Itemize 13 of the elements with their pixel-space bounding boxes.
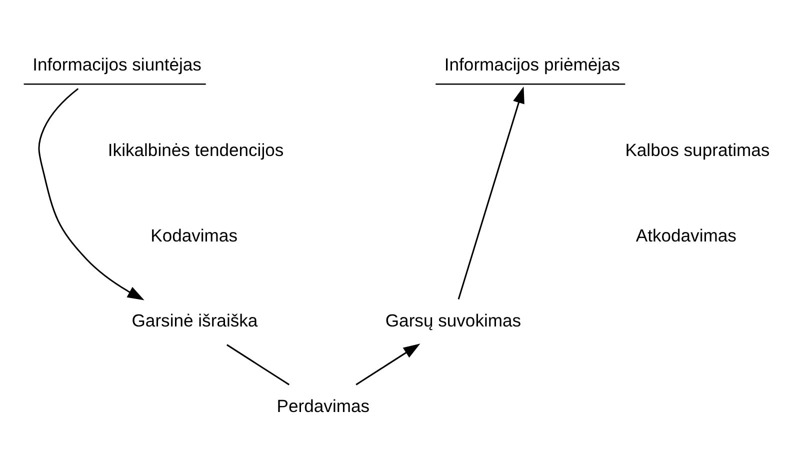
arrow — [356, 344, 420, 386]
label: Kalbos supratimas — [625, 140, 770, 160]
node-text: Garsų suvokimas — [385, 310, 522, 331]
node-text: Perdavimas — [276, 396, 370, 416]
label: Kodavimas — [150, 225, 238, 246]
node-text: Garsinė išraiška — [132, 310, 258, 331]
arrow — [458, 86, 524, 300]
node-text: Informacijos siuntėjas — [32, 54, 202, 75]
connector — [226, 344, 290, 386]
node-text: Informacijos priėmėjas — [444, 54, 620, 75]
label: Ikikalbinės tendencijos — [108, 140, 284, 160]
label: Atkodavimas — [636, 225, 736, 246]
arrow — [38, 88, 144, 300]
